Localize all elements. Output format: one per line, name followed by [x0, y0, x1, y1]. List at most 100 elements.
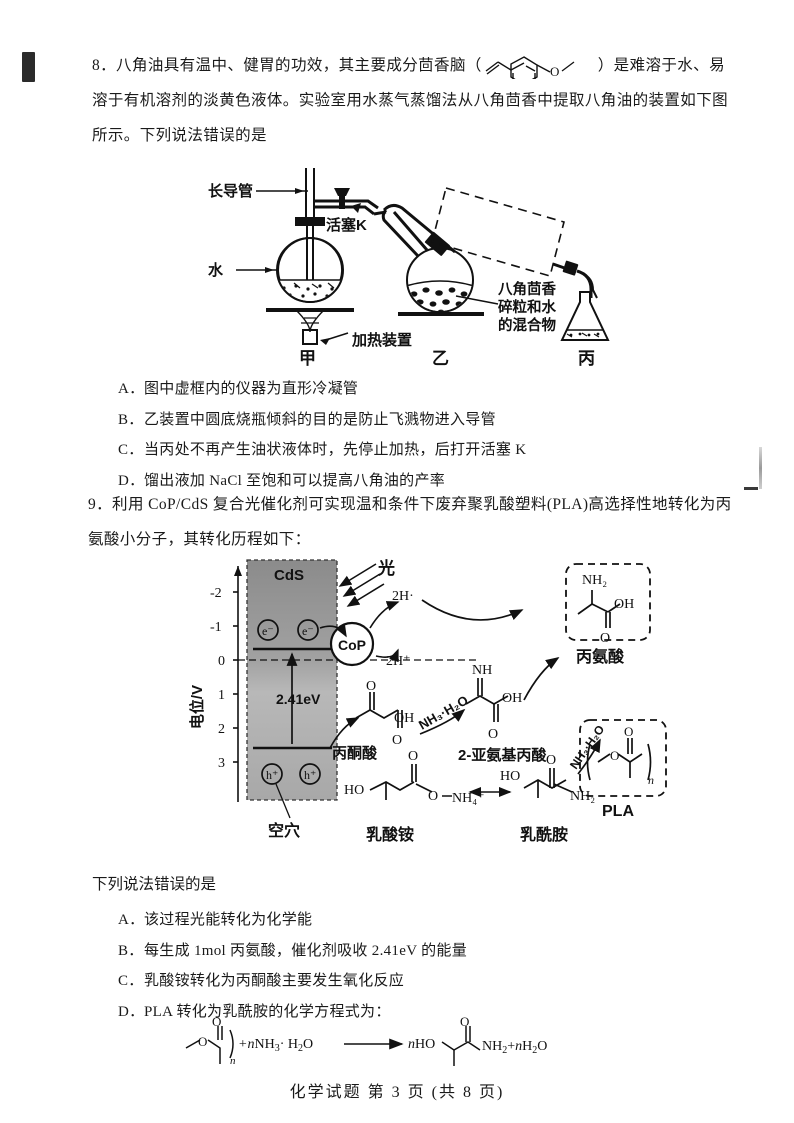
lactate-ho: HO	[344, 783, 364, 798]
question-9-options: A．该过程光能转化为化学能 B．每生成 1mol 丙氨酸，催化剂吸收 2.41e…	[118, 905, 467, 1027]
label-flask-yi: 乙	[432, 349, 449, 368]
electron-1: e⁻	[262, 624, 274, 638]
option-b-text: 乙装置中圆底烧瓶倾斜的目的是防止飞溅物进入导管	[144, 411, 496, 428]
imine-oh: OH	[502, 691, 522, 706]
alanine-nh2: NH₂	[582, 573, 607, 588]
scan-artifact-right-2	[744, 487, 758, 490]
q9-option-b-text: 每生成 1mol 丙氨酸，催化剂吸收 2.41eV 的能量	[144, 942, 468, 959]
hole-1: h⁺	[266, 768, 278, 782]
question-8-options: A．图中虚框内的仪器为直形冷凝管 B．乙装置中圆底烧瓶倾斜的目的是防止飞溅物进入…	[118, 374, 526, 496]
binding-mark-artifact	[22, 52, 35, 82]
option-a[interactable]: A．图中虚框内的仪器为直形冷凝管	[118, 374, 526, 405]
species-pla: PLA	[602, 803, 634, 820]
equation-carbonyl-o: O	[212, 1014, 221, 1029]
option-d-text: 馏出液加 NaCl 至饱和可以提高八角油的产率	[144, 472, 446, 489]
option-d-label: D．	[118, 472, 145, 489]
label-long-tube: 长导管	[208, 182, 253, 200]
axis-tick-2: 2	[218, 722, 225, 737]
lactate-o-anion: O	[428, 789, 438, 804]
q9-option-d-label: D．	[118, 1003, 145, 1020]
cocatalyst-label: CoP	[338, 637, 366, 653]
axis-label: 电位/V	[188, 685, 206, 729]
pyruvic-oh: OH	[394, 711, 414, 726]
pla-carbonyl-o: O	[624, 724, 633, 739]
photocatalysis-scheme: CdS -2 -1 0 1 2 3 电位/V 2.41eV	[180, 552, 680, 857]
bandgap-label: 2.41eV	[276, 691, 321, 707]
imine-nh: NH	[472, 663, 492, 678]
equation-product-suffix: NH2+nH2O	[482, 1039, 547, 1056]
q9-option-d-text: PLA 转化为乳酰胺的化学方程式为：	[144, 1003, 391, 1020]
svg-text:O: O	[550, 64, 560, 79]
species-pyruvic-acid: 丙酮酸	[332, 744, 378, 762]
equation-product-prefix: nHO	[408, 1037, 435, 1052]
species-imino-acid: 2-亚氨基丙酸	[458, 746, 547, 764]
q9-option-a[interactable]: A．该过程光能转化为化学能	[118, 905, 467, 936]
species-lactamide: 乳酰胺	[520, 825, 568, 844]
reagent-nh3-h2o-1: NH₃·H₂O	[416, 692, 471, 732]
page-footer: 化学试题 第 3 页 (共 8 页)	[289, 1084, 505, 1101]
proton-label: 2H⁺	[386, 654, 411, 669]
hole-2: h⁺	[304, 768, 316, 782]
option-a-label: A．	[118, 381, 145, 397]
question-8-stem-part1: 8．八角油具有温中、健胃的功效，其主要成分茴香脑（	[92, 57, 482, 74]
lactamide-nh2: NH₂	[570, 789, 595, 804]
q9-option-a-text: 该过程光能转化为化学能	[144, 912, 313, 928]
anethole-structure: O	[484, 53, 596, 80]
hydrogen-radical-label: 2H·	[392, 589, 414, 604]
axis-tick-minus1: -1	[210, 620, 222, 635]
q9-option-a-label: A．	[118, 912, 145, 928]
question-9-stem-line2: 氨酸小分子，其转化历程如下：	[88, 531, 311, 548]
equation-reagent: +nNH3· H2O	[238, 1037, 313, 1054]
lactate-carbonyl-o: O	[408, 749, 418, 764]
pla-ester-o: O	[610, 748, 619, 763]
option-d[interactable]: D．馏出液加 NaCl 至饱和可以提高八角油的产率	[118, 466, 526, 497]
question-8-stem-line2: 溶于有机溶剂的淡黄色液体。实验室用水蒸气蒸馏法从八角茴香中提取八角油的装置如下图	[92, 92, 729, 109]
scan-artifact-right	[759, 447, 762, 489]
q9-option-d[interactable]: D．PLA 转化为乳酰胺的化学方程式为：	[118, 997, 467, 1028]
q9-option-c-text: 乳酸铵转化为丙酮酸主要发生氧化反应	[144, 973, 405, 989]
option-c[interactable]: C．当丙处不再产生油状液体时，先停止加热，后打开活塞 K	[118, 435, 526, 466]
option-c-label: C．	[118, 442, 144, 458]
q9-option-b-label: B．	[118, 942, 144, 959]
option-d-equation: O O n +nNH3· H2O nHO O NH2+nH2O	[168, 1012, 568, 1074]
electron-2: e⁻	[302, 624, 314, 638]
light-label: 光	[377, 558, 395, 578]
equation-n-sub: n	[230, 1055, 236, 1067]
label-flask-bing: 丙	[578, 349, 595, 368]
equation-ester-o: O	[198, 1034, 207, 1049]
steam-distillation-apparatus: 长导管 水 活塞K 加热装置 八角茴香 碎粒和水 的混合物 甲 乙 丙	[208, 168, 628, 368]
question-9-stem-line1: 9．利用 CoP/CdS 复合光催化剂可实现温和条件下废弃聚乳酸塑料(PLA)高…	[88, 496, 732, 513]
option-b[interactable]: B．乙装置中圆底烧瓶倾斜的目的是防止飞溅物进入导管	[118, 405, 526, 436]
label-flask-jia: 甲	[299, 349, 316, 368]
lactate-nh4: NH₄⁺	[452, 791, 485, 806]
axis-tick-0: 0	[218, 654, 225, 669]
question-9-stem: 9．利用 CoP/CdS 复合光催化剂可实现温和条件下废弃聚乳酸塑料(PLA)高…	[88, 487, 788, 557]
question-8-stem-part2: ）是难溶于水、易	[597, 57, 725, 74]
pyruvic-o2: O	[392, 733, 402, 748]
option-c-text: 当丙处不再产生油状液体时，先停止加热，后打开活塞 K	[144, 442, 527, 458]
axis-tick-minus2: -2	[210, 586, 222, 601]
lactamide-ho: HO	[500, 769, 520, 784]
equation-product-carbonyl-o: O	[460, 1014, 469, 1029]
question-8-stem-line3: 所示。下列说法错误的是	[92, 127, 267, 144]
hole-label: 空穴	[268, 821, 300, 840]
alanine-oh: OH	[614, 597, 634, 612]
q9-option-c[interactable]: C．乳酸铵转化为丙酮酸主要发生氧化反应	[118, 966, 467, 997]
lactamide-o: O	[546, 753, 556, 768]
q9-option-b[interactable]: B．每生成 1mol 丙氨酸，催化剂吸收 2.41eV 的能量	[118, 936, 467, 967]
label-mixture-1: 八角茴香	[497, 280, 556, 298]
imine-o: O	[488, 727, 498, 742]
label-stopcock: 活塞K	[326, 216, 367, 234]
label-water: 水	[208, 261, 224, 279]
option-b-label: B．	[118, 411, 144, 428]
species-alanine: 丙氨酸	[576, 647, 625, 666]
pla-subscript-n: n	[648, 773, 654, 787]
label-mixture-2: 碎粒和水	[498, 298, 556, 316]
question-9-prompt: 下列说法错误的是	[92, 876, 217, 893]
alanine-o: O	[600, 631, 610, 646]
label-mixture-3: 的混合物	[498, 316, 556, 334]
question-8-stem: 8．八角油具有温中、健胃的功效，其主要成分茴香脑（ O ）是难溶于水、易 溶于有…	[92, 48, 782, 153]
q9-option-c-label: C．	[118, 973, 144, 989]
option-a-text: 图中虚框内的仪器为直形冷凝管	[144, 381, 359, 397]
